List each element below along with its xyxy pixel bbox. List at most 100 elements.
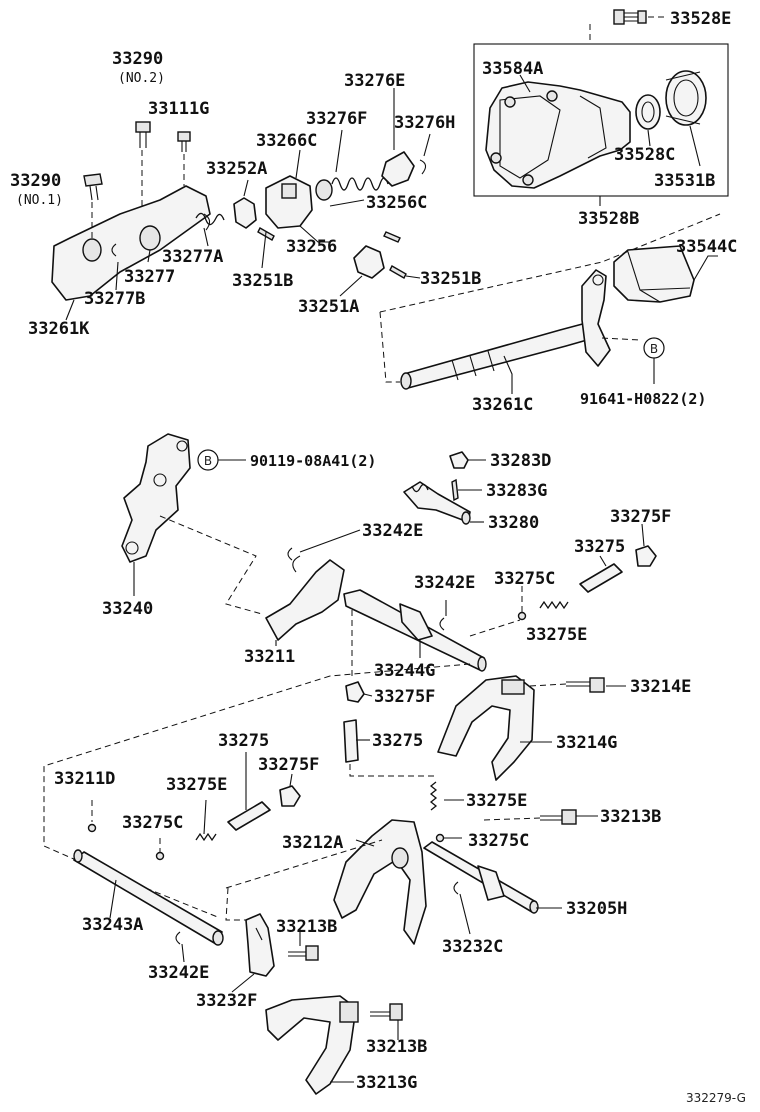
spring-33275e-2 [195, 832, 217, 842]
shift-head-33211 [265, 555, 345, 641]
clip-33242e-1 [287, 547, 293, 561]
label-33280: 33280 [488, 513, 539, 533]
plug-33283d [449, 451, 469, 469]
label-33211d: 33211D [54, 769, 115, 789]
shift-shaft-33243a [73, 849, 224, 946]
label-33528c: 33528C [614, 145, 675, 165]
bracket-33232f [245, 913, 275, 977]
part-labels: 33528E 33584A 33528C 33531B 33528B 33544… [10, 9, 746, 1105]
label-33212a: 33212A [282, 833, 343, 853]
label-33256c: 33256C [366, 193, 427, 213]
extension-housing [485, 81, 631, 189]
ball-33275c-2 [155, 851, 165, 861]
label-33283g: 33283G [486, 481, 547, 501]
svg-text:B: B [650, 342, 658, 356]
pin-33275-2 [343, 719, 359, 763]
bolt-33213b-3 [370, 1003, 403, 1021]
label-33213g: 33213G [356, 1073, 417, 1093]
label-33544c: 33544C [676, 237, 737, 257]
plug-33275f-3 [279, 785, 301, 807]
label-33111g: 33111G [148, 99, 209, 119]
spring-33276f [331, 177, 389, 191]
plug-33111g [177, 131, 191, 152]
housing-group-box [473, 43, 729, 197]
label-33261k: 33261K [28, 319, 90, 339]
label-33275f-3: 33275F [258, 755, 319, 775]
label-33205h: 33205H [566, 899, 627, 919]
label-33276f: 33276F [306, 109, 367, 129]
label-33256: 33256 [286, 237, 337, 257]
clip-33276h [419, 159, 427, 175]
label-33277a: 33277A [162, 247, 223, 267]
label-33277: 33277 [124, 267, 175, 287]
label-33243a: 33243A [82, 915, 143, 935]
pin-33256c [383, 231, 401, 243]
ball-33275c-1 [517, 611, 527, 621]
label-90119-08a41: 90119-08A41(2) [250, 452, 376, 470]
label-33240: 33240 [102, 599, 153, 619]
label-33275c-1: 33275C [494, 569, 555, 589]
shift-lever-33240 [121, 433, 191, 563]
label-33213b-2: 33213B [276, 917, 337, 937]
pin-33251b-2 [389, 265, 407, 279]
bolt-33213b-1 [540, 809, 577, 825]
label-33531b: 33531B [654, 171, 715, 191]
label-33214e: 33214E [630, 677, 691, 697]
shift-lever-shaft-33261c [400, 269, 611, 390]
label-33276e: 33276E [344, 71, 405, 91]
clip-33277a [203, 213, 211, 231]
pin-33275-1 [579, 563, 623, 593]
part-33266c [265, 175, 313, 229]
label-33290-no2-sub: (NO.2) [118, 71, 165, 86]
shift-shaft-33244g [343, 589, 487, 672]
shift-fork-33212a [333, 819, 427, 945]
part-33276e [381, 151, 415, 187]
label-33283d: 33283D [490, 451, 551, 471]
label-33275e-3: 33275E [466, 791, 527, 811]
label-33213b-1: 33213B [600, 807, 661, 827]
shift-fork-33214g [437, 675, 535, 781]
ball-33211d [87, 823, 97, 833]
plug-33275f-1 [635, 545, 657, 567]
shift-fork-33213g [265, 995, 359, 1095]
label-33261c: 33261C [472, 395, 533, 415]
label-33275c-2: 33275C [122, 813, 183, 833]
oil-seal-33528c [635, 94, 661, 130]
dust-boot-33531b [665, 70, 707, 126]
label-33213b-3: 33213B [366, 1037, 427, 1057]
label-33242e-2: 33242E [414, 573, 475, 593]
label-33232c: 33232C [442, 937, 503, 957]
plug-33290-no2 [135, 121, 151, 148]
plug-33275f-2 [345, 681, 365, 703]
label-33214g: 33214G [556, 733, 617, 753]
label-33290-no1: 33290 [10, 171, 61, 191]
pin-33283g [451, 478, 459, 502]
spring-33275e-1 [539, 600, 569, 610]
diagram-reference-code: 332279-G [686, 1091, 746, 1105]
part-33251a [353, 245, 385, 279]
clip-33277b [111, 243, 117, 257]
bolt-33214e [566, 677, 605, 693]
label-33252a: 33252A [206, 159, 267, 179]
label-33275-1: 33275 [574, 537, 625, 557]
clip-33242e-2 [439, 617, 445, 631]
label-33211: 33211 [244, 647, 295, 667]
label-91641-h0822: 91641-H0822(2) [580, 390, 706, 408]
label-33242e-1: 33242E [362, 521, 423, 541]
label-33275c-3: 33275C [468, 831, 529, 851]
label-33528b: 33528B [578, 209, 639, 229]
shift-shaft-33205h [423, 841, 539, 914]
label-33251a: 33251A [298, 297, 359, 317]
clip-33232c [453, 881, 459, 895]
label-33277b: 33277B [84, 289, 145, 309]
label-33290-no2: 33290 [112, 49, 163, 69]
label-33275-2: 33275 [372, 731, 423, 751]
ball-33275c-3 [435, 833, 445, 843]
label-33584a: 33584A [482, 59, 543, 79]
label-33266c: 33266C [256, 131, 317, 151]
part-33277 [139, 225, 161, 251]
label-33232f: 33232F [196, 991, 257, 1011]
label-33275e-1: 33275E [526, 625, 587, 645]
shaft-33280 [403, 481, 471, 525]
